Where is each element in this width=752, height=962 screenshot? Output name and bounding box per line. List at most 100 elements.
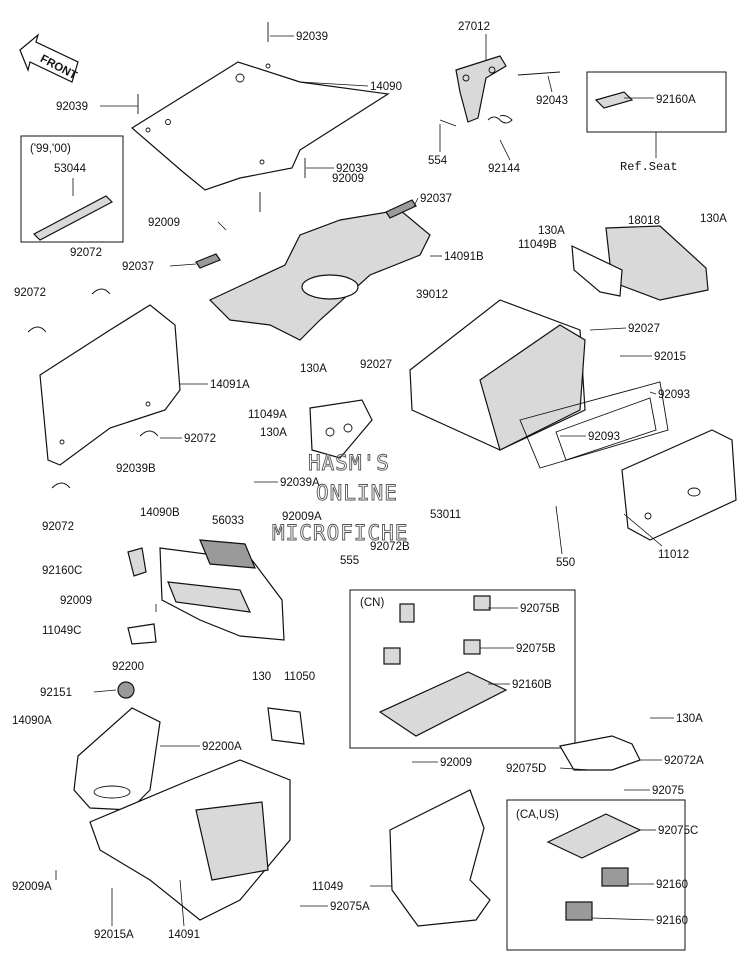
part-label: 14091 [168, 929, 200, 941]
part-label: 27012 [458, 21, 490, 33]
part-92075B-pad-cn2 [473, 595, 491, 611]
part-label: 92043 [536, 95, 568, 107]
part-14091-base [89, 759, 291, 921]
part-label: 92200A [202, 741, 242, 753]
part-label: 92039 [336, 163, 368, 175]
part-92075C-sheet [546, 813, 642, 859]
part-label: 92200 [112, 661, 144, 673]
part-14090B-tray [159, 539, 285, 641]
part-27012-hinge [439, 55, 561, 127]
watermark: HASM'S ONLINE MICROFICHE [272, 451, 408, 546]
part-label: 92093 [588, 431, 620, 443]
part-label: 92072 [184, 433, 216, 445]
part-label: 92009A [282, 511, 322, 523]
leader-lines-static [55, 34, 674, 927]
part-92151-knob [117, 681, 135, 699]
part-92160C-pad [127, 547, 147, 577]
part-11049-bracket [389, 789, 491, 927]
part-label: 92160 [656, 879, 688, 891]
part-label: 14090 [370, 81, 402, 93]
part-label: 53044 [54, 163, 87, 175]
clip-92072-c [139, 430, 159, 437]
part-label: 92009A [12, 881, 52, 893]
part-label: 92009 [332, 173, 364, 185]
part-label: 555 [340, 555, 359, 567]
part-label: 92093 [658, 389, 690, 401]
ref-seat-box [586, 71, 727, 133]
front-arrow-icon: FRONT [19, 33, 79, 83]
part-labels: 92039 14090 27012 92043 92160A 92039 554… [12, 21, 727, 941]
part-label: 92009 [60, 595, 92, 607]
part-11049A-bracket [309, 399, 373, 459]
part-92075B-pad-cn1 [399, 603, 415, 623]
part-14090-plate [130, 61, 390, 191]
box-caption-ref-seat: Ref.Seat [620, 160, 678, 174]
part-39012-toolbox [409, 299, 586, 451]
part-label: 92075B [516, 643, 556, 655]
part-label: 130A [260, 427, 287, 439]
part-label: 130 [252, 671, 271, 683]
part-label: 92160B [512, 679, 552, 691]
part-label: 92075B [520, 603, 560, 615]
part-label: 92075A [330, 901, 370, 913]
part-92160B-sheet [378, 671, 508, 737]
variant-box-99-00 [20, 135, 124, 243]
box-caption-years: ('99,'00) [30, 143, 71, 155]
box-caption-ca-us: (CA,US) [516, 809, 559, 821]
part-label: 92027 [628, 323, 660, 335]
part-label: 92039B [116, 463, 156, 475]
part-11049B-bracket [571, 245, 623, 297]
part-label: 14090B [140, 507, 180, 519]
part-label: 92037 [420, 193, 452, 205]
part-label: 92039 [56, 101, 88, 113]
part-label: 14091B [444, 251, 484, 263]
part-label: 130A [538, 225, 565, 237]
part-label: 92151 [40, 687, 72, 699]
part-92037-pad-2 [385, 199, 417, 219]
watermark-line-1: HASM'S [308, 451, 390, 475]
part-label: 92075 [652, 785, 684, 797]
part-label: 14091A [210, 379, 250, 391]
part-18018-plate [605, 225, 709, 301]
part-label: 92072B [370, 541, 410, 553]
part-label: 39012 [416, 289, 448, 301]
part-label: 92015 [654, 351, 686, 363]
part-53044-rod [33, 195, 113, 241]
part-label: 92160 [656, 915, 688, 927]
part-11050-bracket [267, 707, 305, 745]
part-14091A-panel [39, 304, 181, 466]
part-label: 11050 [284, 671, 315, 683]
part-label: 92072 [42, 521, 74, 533]
part-label: 92160C [42, 565, 82, 577]
watermark-line-3: MICROFICHE [272, 521, 408, 545]
part-label: 11049A [248, 409, 287, 421]
part-label: 92144 [488, 163, 521, 175]
clip-92072-b [27, 326, 47, 333]
part-label: 130A [676, 713, 703, 725]
part-11049C-bracket [127, 623, 157, 645]
part-label: 14090A [12, 715, 52, 727]
part-label: 130A [300, 363, 327, 375]
part-92075B-pad-cn3 [383, 647, 401, 665]
part-92072A-bracket [559, 735, 641, 771]
part-label: 11012 [658, 549, 689, 561]
part-label: 92009 [440, 757, 472, 769]
part-label: 92039A [280, 477, 320, 489]
clip-92072-d [51, 482, 71, 489]
part-label: 92037 [122, 261, 154, 273]
part-label: 18018 [628, 215, 660, 227]
part-label: 92160A [656, 94, 696, 106]
part-14091B-mat [208, 209, 431, 341]
clip-92072-a [91, 288, 111, 295]
part-14090A-cover [73, 707, 161, 811]
part-11012-case [621, 429, 737, 541]
part-label: 550 [556, 557, 575, 569]
part-92075B-pad-cn4 [463, 639, 481, 655]
part-label: 554 [428, 155, 448, 167]
part-label: 92027 [360, 359, 392, 371]
part-label: 92009 [148, 217, 180, 229]
part-label: 92039 [296, 31, 328, 43]
cn-variant-box [349, 589, 576, 749]
